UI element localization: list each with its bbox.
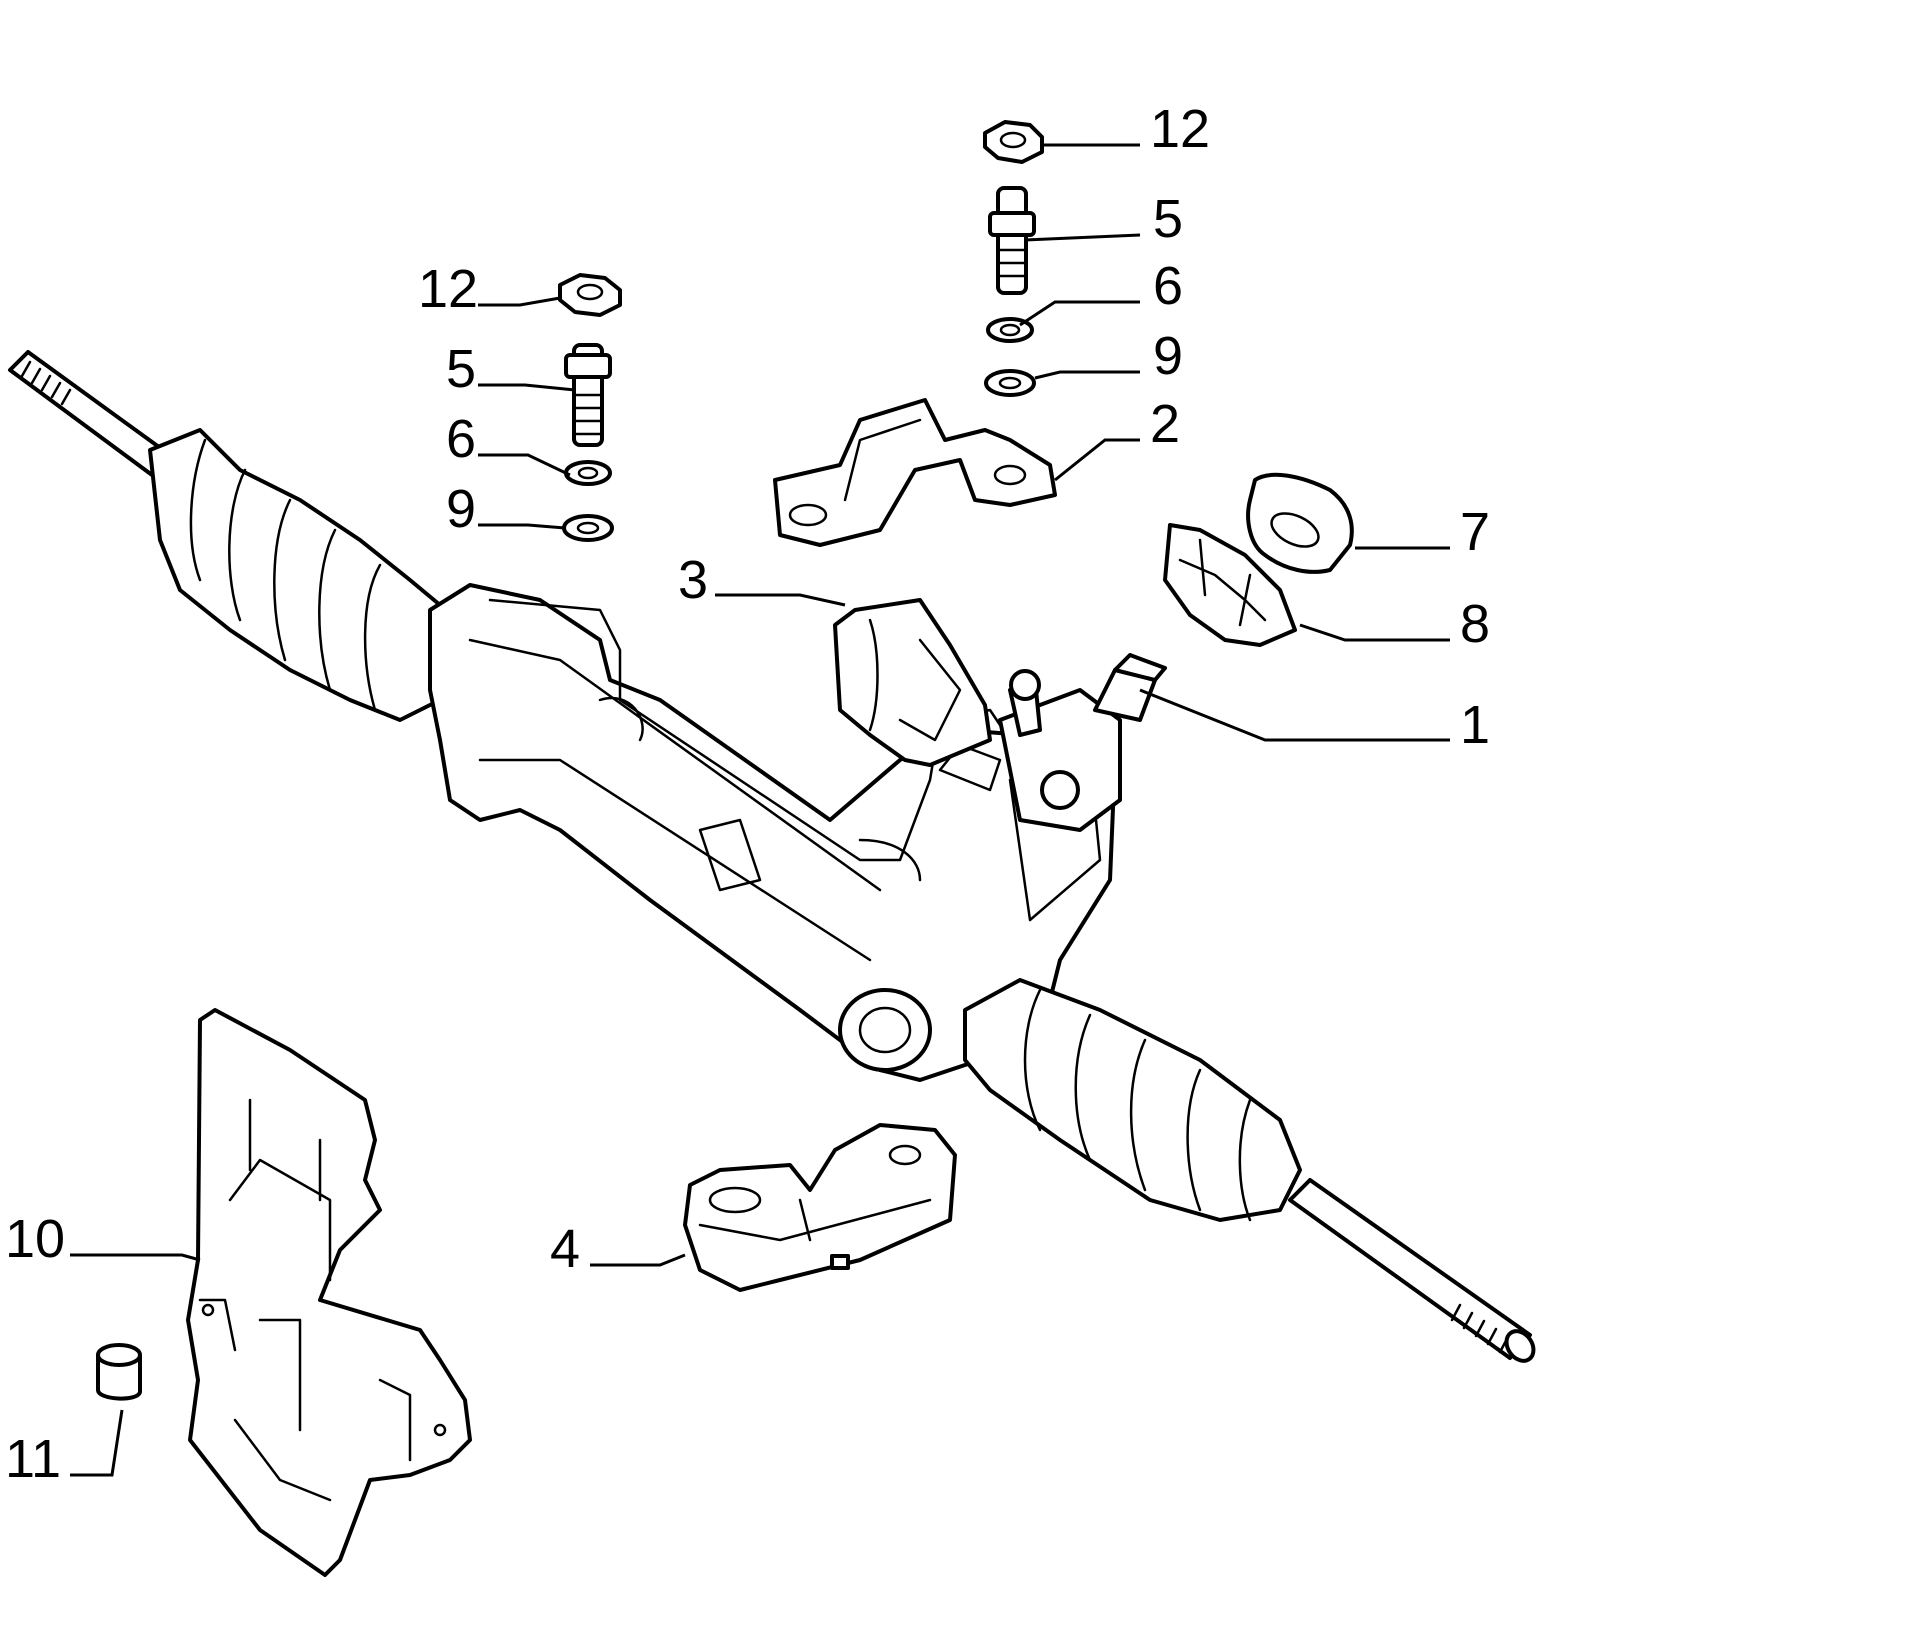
callout-9-left: 9 (446, 479, 476, 539)
mounting-bracket-2 (773, 398, 1057, 547)
nut-12-right (983, 120, 1044, 164)
callout-12-left: 12 (418, 259, 478, 319)
stud-5-right (988, 186, 1036, 295)
callout-1: 1 (1460, 695, 1490, 755)
nut-12-left (558, 273, 622, 317)
callout-5-left: 5 (446, 339, 476, 399)
callout-7: 7 (1460, 502, 1490, 562)
callout-3: 3 (678, 550, 708, 610)
callout-2: 2 (1150, 394, 1180, 454)
spacer-11 (96, 1343, 142, 1401)
callout-8: 8 (1460, 594, 1490, 654)
bush-7 (1246, 472, 1354, 574)
fastener-stack-left (558, 273, 622, 542)
callout-labels: 1 2 3 4 5 5 6 6 7 8 9 9 10 11 12 12 (5, 99, 1490, 1489)
heat-shield-10 (186, 1008, 472, 1577)
washer-9-left (562, 514, 614, 542)
callout-4: 4 (550, 1219, 580, 1279)
lock-washer-6-left (564, 460, 612, 486)
stud-5-left (564, 343, 612, 447)
callout-9-right: 9 (1153, 326, 1183, 386)
callout-10: 10 (5, 1209, 65, 1269)
callout-11: 11 (5, 1429, 61, 1489)
clamp-bush-3 (833, 598, 992, 767)
callout-6-left: 6 (446, 409, 476, 469)
mounting-bracket-4 (683, 1123, 957, 1292)
callout-12-right: 12 (1150, 99, 1210, 159)
fastener-stack-right (983, 120, 1044, 397)
steering-rack-assembly (8, 350, 1536, 1363)
insert-8 (1163, 523, 1297, 647)
washer-9-right (984, 369, 1036, 397)
callout-6-right: 6 (1153, 256, 1183, 316)
callout-5-right: 5 (1153, 189, 1183, 249)
leader-lines (70, 143, 1450, 1477)
